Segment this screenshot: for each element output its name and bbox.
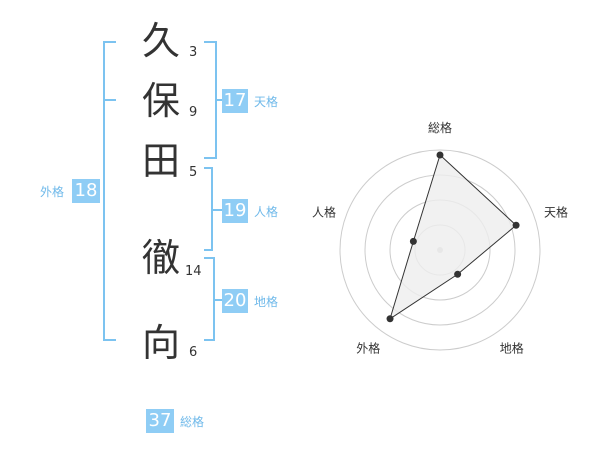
radar-axis-label-4: 外格 bbox=[356, 341, 380, 356]
soukaku-value-badge: 37 bbox=[146, 409, 174, 433]
radar-point-2 bbox=[512, 221, 520, 229]
jinkaku-value-badge: 19 bbox=[222, 199, 248, 223]
chikaku-bracket bbox=[204, 257, 222, 341]
gaikaku-label: 外格 bbox=[40, 185, 65, 199]
tenkaku-value-badge: 17 bbox=[222, 89, 248, 113]
tenkaku-label: 天格 bbox=[254, 95, 279, 109]
chikaku-label: 地格 bbox=[254, 295, 279, 309]
radar-axis-label-2: 天格 bbox=[544, 204, 568, 219]
gaikaku-bracket bbox=[103, 41, 116, 341]
jinkaku-bracket bbox=[204, 167, 222, 251]
radar-axis-label-5: 人格 bbox=[312, 204, 336, 219]
radar-ring bbox=[339, 149, 541, 351]
radar-point-3 bbox=[454, 270, 462, 278]
jinkaku-label: 人格 bbox=[254, 205, 279, 219]
gaikaku-value-badge: 18 bbox=[72, 179, 100, 203]
stroke-count-5: 6 bbox=[189, 345, 198, 360]
stroke-count-2: 9 bbox=[189, 105, 198, 120]
kanji-1: 久 bbox=[141, 19, 180, 63]
radar-series-polygon bbox=[389, 154, 517, 320]
kanji-2: 保 bbox=[141, 79, 180, 123]
radar-point-5 bbox=[409, 237, 417, 245]
kanji-3: 田 bbox=[141, 139, 180, 183]
stroke-count-3: 5 bbox=[189, 165, 198, 180]
kanji-4: 徹 bbox=[141, 236, 180, 280]
radar-axis-label-3: 地格 bbox=[500, 341, 524, 356]
kanji-5: 向 bbox=[141, 321, 180, 365]
tenkaku-bracket bbox=[204, 41, 222, 159]
stroke-count-4: 14 bbox=[185, 264, 202, 279]
radar-axis-label-1: 総格 bbox=[428, 120, 452, 135]
soukaku-label: 総格 bbox=[180, 415, 205, 429]
chikaku-value-badge: 20 bbox=[222, 289, 248, 313]
radar-point-4 bbox=[386, 315, 394, 323]
radar-point-1 bbox=[436, 151, 444, 159]
stroke-count-1: 3 bbox=[189, 45, 198, 60]
